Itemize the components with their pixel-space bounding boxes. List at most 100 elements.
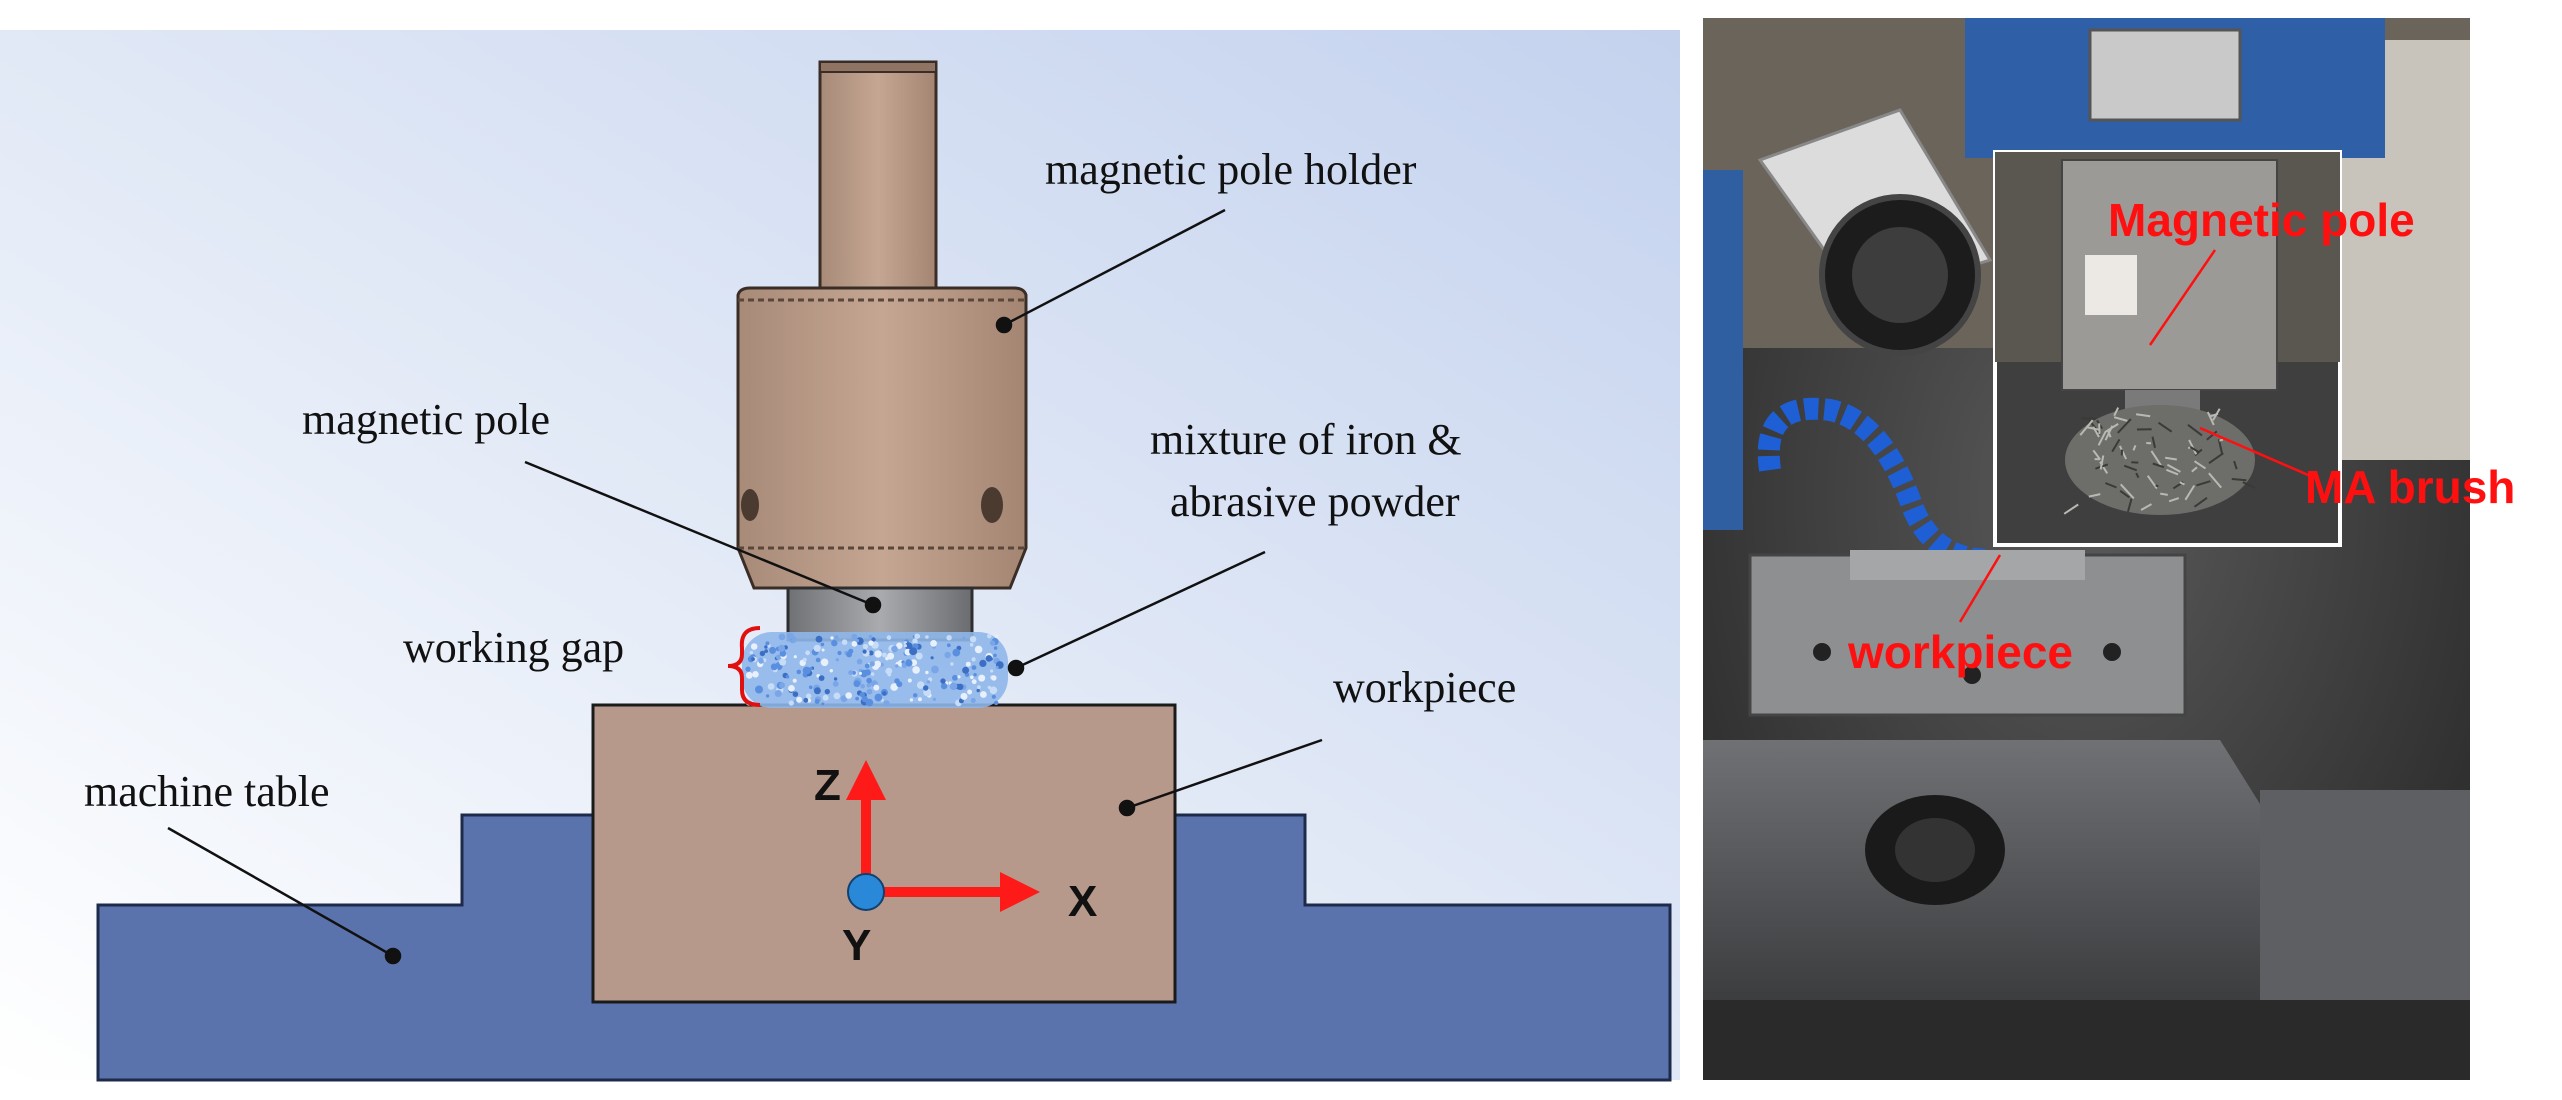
powder-speck xyxy=(970,675,974,680)
powder-speck xyxy=(962,636,966,640)
powder-speck xyxy=(815,635,823,643)
brush-strand xyxy=(2146,475,2158,490)
powder-speck xyxy=(820,642,825,647)
powder-speck xyxy=(745,671,753,679)
powder-speck xyxy=(834,635,839,640)
brush-strand xyxy=(2233,460,2238,470)
leader-dot-magnetic-pole xyxy=(864,596,882,614)
label-magnetic-pole: magnetic pole xyxy=(302,395,550,444)
powder-speck xyxy=(868,650,874,656)
brush-strand xyxy=(2187,424,2203,437)
photo-label-workpiece: workpiece xyxy=(1847,626,2073,678)
powder-speck xyxy=(950,662,954,666)
powder-speck xyxy=(829,669,833,673)
powder-speck xyxy=(873,684,880,691)
brush-strand xyxy=(2105,482,2117,489)
powder-speck xyxy=(930,656,934,660)
brush-strand xyxy=(2088,493,2101,498)
powder-speck xyxy=(896,681,903,688)
holder-screw-hole-left xyxy=(741,489,759,521)
leader-photo-ma-brush xyxy=(2199,426,2316,480)
powder-speck xyxy=(978,674,986,682)
powder-speck xyxy=(995,665,999,669)
powder-speck xyxy=(949,682,958,691)
brush-strand xyxy=(2092,449,2102,461)
brush-strand xyxy=(2151,436,2156,449)
powder-speck xyxy=(917,697,922,702)
powder-speck xyxy=(932,697,937,702)
powder-speck xyxy=(788,685,795,692)
powder-speck xyxy=(940,682,948,690)
powder-speck xyxy=(749,650,754,655)
powder-speck xyxy=(788,700,794,706)
powder-speck xyxy=(808,685,813,690)
photo-floor xyxy=(1703,1000,2470,1080)
powder-speck xyxy=(952,674,958,681)
powder-speck xyxy=(926,680,931,684)
powder-speck xyxy=(874,693,883,702)
brush-strand xyxy=(2107,430,2112,438)
brush-strand xyxy=(2160,492,2168,496)
brush-strand xyxy=(2123,464,2138,472)
powder-speck xyxy=(822,694,829,701)
label-mixture-line2: abrasive powder xyxy=(1170,477,1460,526)
powder-speck xyxy=(903,644,908,648)
label-machine-table: machine table xyxy=(84,767,330,816)
powder-speck xyxy=(913,693,917,698)
powder-speck xyxy=(868,634,873,639)
y-axis-origin xyxy=(847,873,885,911)
powder-speck xyxy=(890,683,898,691)
powder-speck xyxy=(802,666,811,675)
powder-speck xyxy=(765,694,770,698)
brush-strand xyxy=(2099,455,2105,470)
powder-speck xyxy=(907,678,912,683)
powder-speck xyxy=(751,657,755,661)
brush-strand xyxy=(2191,466,2198,473)
photo-label-magnetic-pole: Magnetic pole xyxy=(2108,194,2415,246)
powder-speck xyxy=(830,636,834,640)
brush-strand xyxy=(2127,498,2133,512)
leader-dot-mixture xyxy=(1007,659,1025,677)
powder-speck xyxy=(866,683,871,688)
brush-strand xyxy=(2166,463,2181,473)
powder-speck xyxy=(886,635,892,640)
coolant-hose xyxy=(1757,397,1991,571)
powder-speck xyxy=(745,666,751,672)
powder-speck xyxy=(860,683,865,689)
powder-speck xyxy=(912,666,920,674)
powder-speck xyxy=(861,696,868,703)
brush-strand xyxy=(2188,439,2198,455)
powder-speck xyxy=(987,633,992,639)
schematic-panel: Z X Y magnetic pole holder magnetic pole… xyxy=(0,30,1680,1082)
powder-speck xyxy=(792,691,799,697)
powder-speck xyxy=(895,664,899,668)
photo-panel: Magnetic pole MA brush workpiece xyxy=(1703,18,2515,1080)
x-axis-label: X xyxy=(1068,877,1097,926)
label-magnetic-pole-holder: magnetic pole holder xyxy=(1045,145,1417,194)
powder-speck xyxy=(796,669,802,675)
leader-dot-machine-table xyxy=(384,947,402,965)
leader-magnetic-pole xyxy=(524,460,874,607)
workpiece-hole-2 xyxy=(1963,666,1981,684)
brush-strand xyxy=(2193,496,2208,508)
powder-speck xyxy=(989,640,996,646)
powder-speck xyxy=(991,694,997,699)
powder-speck xyxy=(925,635,929,639)
powder-speck xyxy=(880,662,884,667)
powder-speck xyxy=(946,635,952,641)
powder-speck xyxy=(977,685,981,690)
brush-strand xyxy=(2152,462,2165,469)
powder-speck xyxy=(855,696,859,701)
powder-speck xyxy=(865,698,874,707)
brush-strand xyxy=(2217,438,2224,455)
brush-strand xyxy=(2117,418,2132,434)
inset-white-label xyxy=(2085,255,2137,315)
powder-speck xyxy=(805,693,812,699)
powder-speck xyxy=(835,658,839,662)
brush-strand xyxy=(2140,503,2152,511)
photo-workpiece xyxy=(1748,553,2187,717)
powder-speck xyxy=(882,652,887,658)
powder-speck xyxy=(896,642,903,649)
powder-speck xyxy=(909,698,914,702)
powder-speck xyxy=(778,644,786,652)
